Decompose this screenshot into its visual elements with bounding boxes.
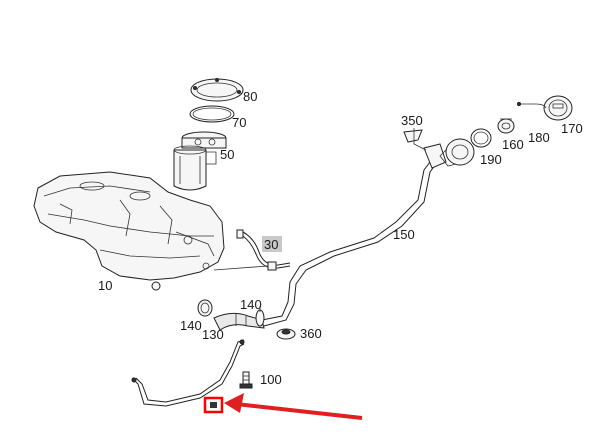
label-360: 360 [300, 326, 322, 341]
part-140-hose-clamp-left[interactable] [197, 299, 213, 317]
label-350: 350 [401, 113, 423, 128]
label-170: 170 [561, 121, 583, 136]
label-140-left: 140 [180, 318, 202, 333]
part-80-lock-ring[interactable] [190, 78, 244, 102]
label-10: 10 [98, 278, 112, 293]
part-350-bracket[interactable] [403, 128, 427, 151]
label-30-highlight [262, 236, 282, 252]
part-180-clip[interactable] [497, 118, 515, 134]
label-80: 80 [243, 89, 257, 104]
part-10-fuel-tank[interactable] [33, 171, 225, 291]
part-140-hose-clamp-right[interactable] [255, 306, 265, 327]
highlighted-part-marker[interactable] [203, 396, 224, 414]
label-190: 190 [480, 152, 502, 167]
label-180: 180 [528, 130, 550, 145]
label-100: 100 [260, 372, 282, 387]
label-70: 70 [232, 115, 246, 130]
label-30: 30 [264, 237, 278, 252]
part-30-vent-line[interactable] [213, 229, 291, 271]
part-360-grommet[interactable] [276, 328, 296, 340]
label-150: 150 [393, 227, 415, 242]
label-50: 50 [220, 147, 234, 162]
part-130-hose[interactable] [213, 312, 265, 331]
label-160: 160 [502, 137, 524, 152]
tank-strap[interactable] [131, 339, 245, 407]
part-50-fuel-pump[interactable] [173, 131, 227, 191]
part-190-filler-neck[interactable] [439, 138, 475, 167]
label-140-right: 140 [240, 297, 262, 312]
label-130: 130 [202, 327, 224, 342]
part-150-filler-pipe[interactable] [261, 143, 447, 327]
red-pointer-arrow [224, 393, 363, 420]
part-100-bolt[interactable] [239, 371, 253, 389]
part-170-fuel-cap[interactable] [516, 95, 573, 121]
part-160-seal[interactable] [470, 128, 492, 148]
part-70-gasket[interactable] [189, 105, 235, 123]
